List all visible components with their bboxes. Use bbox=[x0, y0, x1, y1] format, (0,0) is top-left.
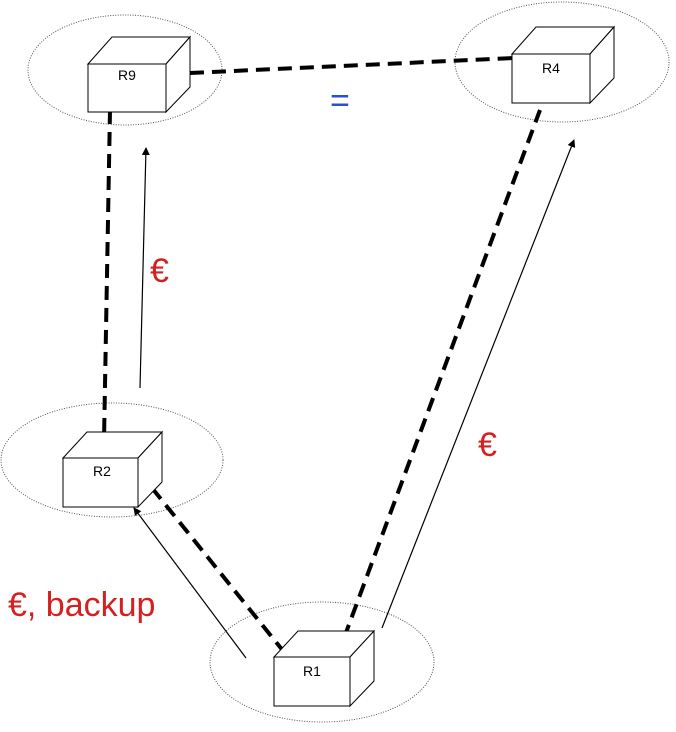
router-r4-front bbox=[511, 53, 591, 104]
label-r1-r4-cost: € bbox=[478, 426, 497, 464]
router-r2-label: R2 bbox=[93, 463, 111, 479]
arrow-r2-to-r9 bbox=[139, 147, 150, 389]
router-r4: R4 bbox=[510, 25, 616, 105]
arrow-r1-to-r2 bbox=[133, 507, 247, 659]
r2-site-ellipse bbox=[0, 402, 224, 518]
link-r2-r1 bbox=[150, 486, 286, 654]
link-r1-r4 bbox=[342, 109, 542, 639]
router-r9-front bbox=[87, 63, 167, 113]
r1-site-ellipse bbox=[209, 601, 435, 723]
arrow-r1-to-r4 bbox=[381, 139, 576, 629]
label-r9-r4-equal: = bbox=[330, 82, 350, 120]
router-r9-label: R9 bbox=[118, 67, 136, 83]
router-r2: R2 bbox=[61, 430, 164, 509]
link-r9-r2 bbox=[102, 109, 112, 441]
router-r4-label: R4 bbox=[542, 60, 560, 76]
router-r1-label: R1 bbox=[303, 663, 321, 679]
router-r9: R9 bbox=[86, 35, 192, 114]
label-r2-r9-cost: € bbox=[150, 252, 169, 290]
link-r9-r4 bbox=[167, 56, 515, 76]
r4-site-ellipse bbox=[454, 1, 670, 123]
router-r1: R1 bbox=[272, 629, 376, 708]
router-r1-front bbox=[273, 656, 351, 707]
label-r1-r2-backup: €, backup bbox=[8, 586, 155, 624]
router-r2-front bbox=[62, 457, 139, 508]
